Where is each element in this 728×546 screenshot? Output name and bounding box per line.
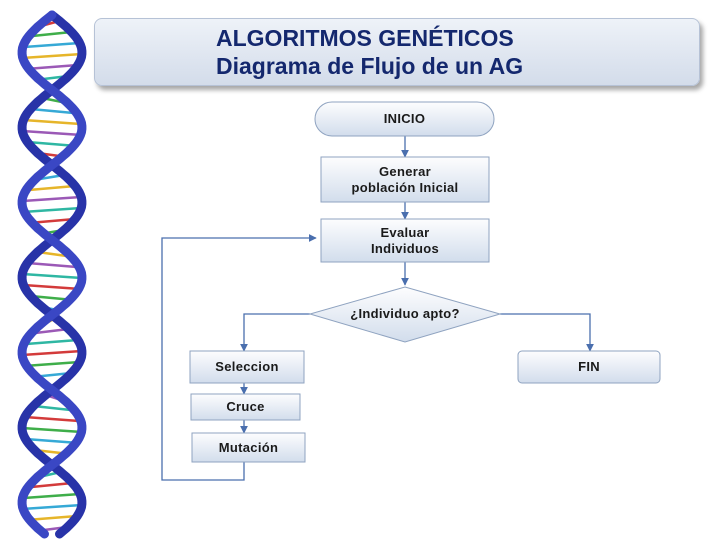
dna-strand-right <box>17 10 87 539</box>
dna-base-pair <box>32 30 72 38</box>
node-cruce[interactable]: Cruce <box>191 394 300 420</box>
dna-base-pair <box>22 349 82 357</box>
dna-base-pair <box>24 360 80 368</box>
dna-base-pair <box>23 492 81 500</box>
dna-helix-image <box>17 10 87 539</box>
node-generar[interactable]: Generar población Inicial <box>321 157 489 202</box>
node-fin-label: FIN <box>578 359 600 374</box>
dna-strand-left <box>17 10 87 539</box>
dna-base-pair <box>31 481 73 489</box>
node-evaluar-label-2: Individuos <box>371 240 439 256</box>
dna-base-pair <box>22 195 82 203</box>
node-evaluar-shape <box>320 218 490 263</box>
dna-base-pair <box>23 118 81 126</box>
arrow-decision-fin <box>500 313 594 352</box>
dna-base-pair <box>22 52 82 60</box>
title-box <box>94 18 700 86</box>
node-generar-label-2: población Inicial <box>351 179 459 195</box>
title-main: ALGORITMOS GENÉTICOS <box>216 25 514 51</box>
node-generar-label-1: Generar <box>379 163 431 179</box>
node-inicio-shape <box>314 101 495 137</box>
dna-base-pair <box>22 503 82 511</box>
node-mutacion-shape <box>191 432 306 463</box>
dna-base-pair <box>33 404 71 412</box>
dna-base-pair <box>23 283 81 291</box>
dna-base-pair <box>25 338 79 346</box>
node-inicio-label: INICIO <box>383 111 426 126</box>
node-fin[interactable]: FIN <box>518 351 660 383</box>
arrow-loop-back-evaluar <box>161 234 317 481</box>
node-mutacion[interactable]: Mutación <box>192 433 305 462</box>
node-fin-shape <box>517 350 661 384</box>
node-generar-shape <box>320 156 490 203</box>
dna-base-pair <box>24 41 80 49</box>
node-decision[interactable]: ¿Individuo apto? <box>310 300 500 328</box>
node-mutacion-label: Mutación <box>218 439 279 455</box>
dna-base-pair <box>22 206 82 214</box>
node-seleccion-shape <box>189 350 305 384</box>
dna-base-pair <box>30 107 74 115</box>
node-cruce-label: Cruce <box>226 399 265 414</box>
dna-base-pair <box>24 415 80 423</box>
title-subtitle: Diagrama de Flujo de un AG <box>216 53 524 79</box>
dna-base-pair <box>27 261 77 269</box>
dna-base-pair <box>28 184 76 192</box>
node-decision-shape <box>308 286 502 343</box>
node-seleccion-label: Seleccion <box>215 359 279 374</box>
node-inicio[interactable]: INICIO <box>315 102 494 136</box>
dna-base-pair <box>25 63 79 71</box>
dna-base-pair <box>22 272 82 280</box>
arrow-decision-seleccion <box>240 313 310 352</box>
node-seleccion[interactable]: Seleccion <box>190 351 304 383</box>
dna-base-pair <box>22 129 82 137</box>
node-cruce-shape <box>190 393 301 421</box>
dna-base-pair <box>21 426 83 434</box>
node-evaluar[interactable]: Evaluar Individuos <box>321 219 489 262</box>
dna-base-pair <box>25 437 79 445</box>
node-decision-label: ¿Individuo apto? <box>350 306 460 321</box>
node-evaluar-label-1: Evaluar <box>380 224 430 240</box>
